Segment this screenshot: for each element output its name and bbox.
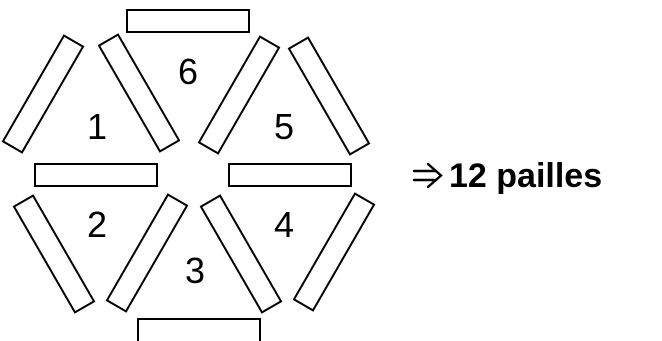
- result-text: 12 pailles: [449, 157, 602, 195]
- triangle-label-4: 4: [274, 204, 294, 245]
- implies-arrow-icon: [412, 162, 443, 189]
- straw: [12, 194, 96, 314]
- straws: [1, 9, 376, 341]
- triangle-label-1: 1: [87, 106, 107, 147]
- triangle-label-3: 3: [185, 250, 205, 291]
- straw: [228, 163, 352, 187]
- straw: [197, 35, 281, 155]
- straw: [105, 193, 189, 313]
- straw: [34, 163, 158, 187]
- triangle-label-6: 6: [178, 51, 198, 92]
- triangle-label-5: 5: [274, 106, 294, 147]
- straw: [137, 318, 261, 341]
- triangle-labels: 1 2 3 4 5 6: [87, 51, 294, 291]
- straw: [292, 192, 376, 312]
- straw: [287, 36, 371, 156]
- straw: [97, 33, 181, 153]
- result: 12 pailles: [412, 157, 602, 195]
- straw: [199, 194, 283, 314]
- straw: [126, 9, 250, 33]
- straw: [1, 34, 85, 154]
- triangle-label-2: 2: [87, 204, 107, 245]
